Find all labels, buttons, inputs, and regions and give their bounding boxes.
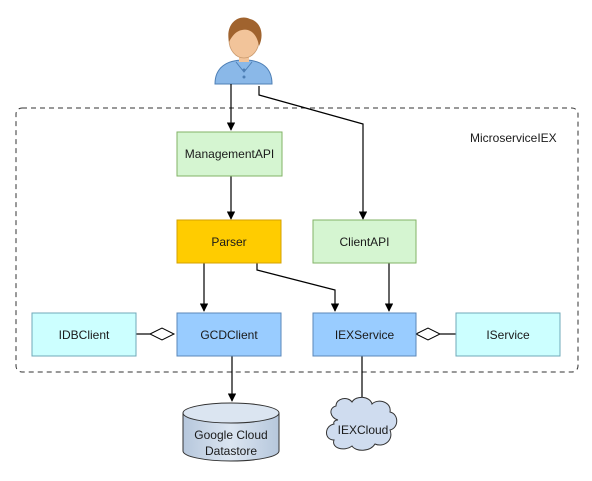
iex-cloud-label: IEXCloud	[338, 423, 389, 437]
cloud-icon: IEXCloud	[326, 396, 398, 451]
management-api-node: ManagementAPI	[176, 131, 283, 177]
iex-service-label: IEXService	[335, 328, 395, 342]
gcd-client-node: GCDClient	[176, 312, 282, 357]
datastore-label-line2: Datastore	[205, 444, 257, 458]
iex-service-node: IEXService	[312, 312, 417, 357]
boundary-label: MicroserviceIEX	[470, 131, 557, 145]
microservice-boundary	[15, 107, 579, 373]
client-api-node: ClientAPI	[312, 219, 417, 264]
user-icon	[214, 17, 273, 85]
idb-client-node: IDBClient	[31, 312, 137, 357]
parser-label: Parser	[211, 235, 246, 249]
edges	[136, 84, 456, 407]
iservice-node: IService	[455, 312, 561, 357]
idb-client-label: IDBClient	[59, 328, 110, 342]
gcd-client-label: GCDClient	[200, 328, 258, 342]
management-api-label: ManagementAPI	[185, 147, 274, 161]
datastore-icon: Google Cloud Datastore	[182, 402, 280, 462]
edge-user-client	[258, 86, 368, 220]
aggregation-diamond-iex	[414, 327, 442, 341]
datastore-label-line1: Google Cloud	[194, 428, 267, 442]
iservice-label: IService	[486, 328, 530, 342]
aggregation-diamond-gcd	[148, 327, 176, 341]
client-api-label: ClientAPI	[339, 235, 389, 249]
edge-parser-iex	[256, 263, 340, 312]
parser-node: Parser	[176, 219, 282, 264]
